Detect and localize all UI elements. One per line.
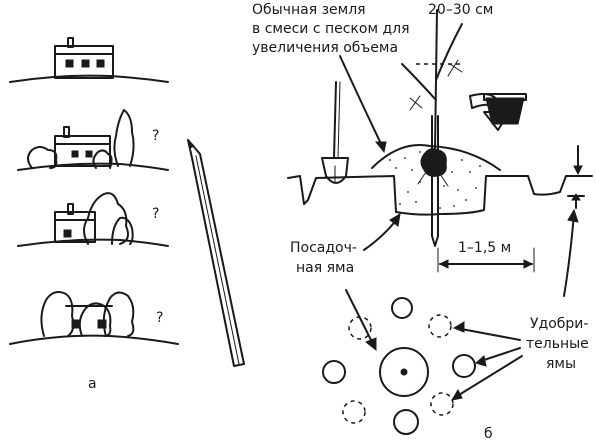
ground-profile [287,175,593,216]
scene-house-overgrown: ? [9,291,179,345]
soil-mound [371,144,501,171]
window-icon [96,59,105,68]
ground-line [17,162,169,171]
house-icon [54,135,111,167]
panel-b: Обычная земля в смеси с песком для увели… [252,2,593,442]
bush-icon [27,146,58,169]
fertilizer-pit [393,409,419,435]
fert-pointer-arrow [453,355,523,399]
window-icon [71,150,79,158]
bush-icon [92,149,113,169]
window-icon [71,319,81,329]
tree-icon [113,109,135,167]
pencil-icon [187,138,245,367]
support-stake [431,115,439,247]
question-mark: ? [152,128,159,144]
tree-icon [111,216,134,245]
window-icon [81,59,90,68]
plan-view [322,297,476,435]
prune-mark [447,59,463,77]
chimney-icon [67,203,74,215]
tree-icon [102,291,135,337]
seedling-icon [401,9,463,151]
depth-pointer-arrow [563,213,575,297]
prune-mark [409,95,423,111]
window-icon [85,150,93,158]
central-planting-pit [379,347,429,397]
question-mark: ? [156,310,163,326]
width-label: 1–1,5 м [458,240,511,256]
depth-marker [567,145,585,209]
scene-house-growing-trees: ? [17,192,169,247]
tree-icon [40,291,75,337]
pit-label-line-1: Посадоч- [290,240,357,256]
window-icon [65,59,74,68]
fertilizer-pit-planned [428,314,452,338]
fert-label-line-3: ямы [546,356,576,372]
panel-a: ? ? ? а [9,37,245,392]
soil-label-line-1: Обычная земля [252,2,366,18]
width-dimension [437,247,535,273]
fertilizer-pit-planned [348,316,372,340]
soil-label-line-3: увеличения объема [252,40,398,56]
ground-line [9,334,179,345]
seedling-center-mark [400,368,408,376]
tree-icon [83,192,129,245]
window-icon [97,319,107,329]
ground-line [17,238,169,247]
fertilizer-pit [452,354,476,378]
panel-a-label: а [88,376,97,392]
chimney-icon [63,126,70,138]
scene-house-alone [9,37,169,83]
flower-pot-icon [483,93,527,125]
fert-label-line-1: Удобри- [530,316,588,332]
window-icon [63,229,72,238]
height-label: 20–30 см [428,2,493,18]
house-icon [54,45,114,79]
house-icon [54,211,96,243]
soil-label-line-2: в смеси с песком для [252,21,410,37]
fert-label-line-2: тельные [526,336,589,352]
ground-line [9,74,169,83]
fertilizer-pit [391,297,413,319]
center-pointer-arrow [345,289,375,347]
chimney-icon [67,37,74,48]
soil-pointer-arrow [339,55,385,151]
fertilizer-pit-planned [342,400,366,424]
pit-label-line-2: ная яма [296,260,354,276]
seedling-branch [401,63,437,101]
seedling-branch [435,23,463,81]
fert-pointer-arrow [455,327,521,341]
fertilizer-pit [322,360,346,384]
scene-house-young-trees: ? [17,109,169,171]
panel-b-label: б [484,426,493,442]
fertilizer-pit-planned [430,392,454,416]
shovel-icon [321,81,349,184]
question-mark: ? [152,206,159,222]
